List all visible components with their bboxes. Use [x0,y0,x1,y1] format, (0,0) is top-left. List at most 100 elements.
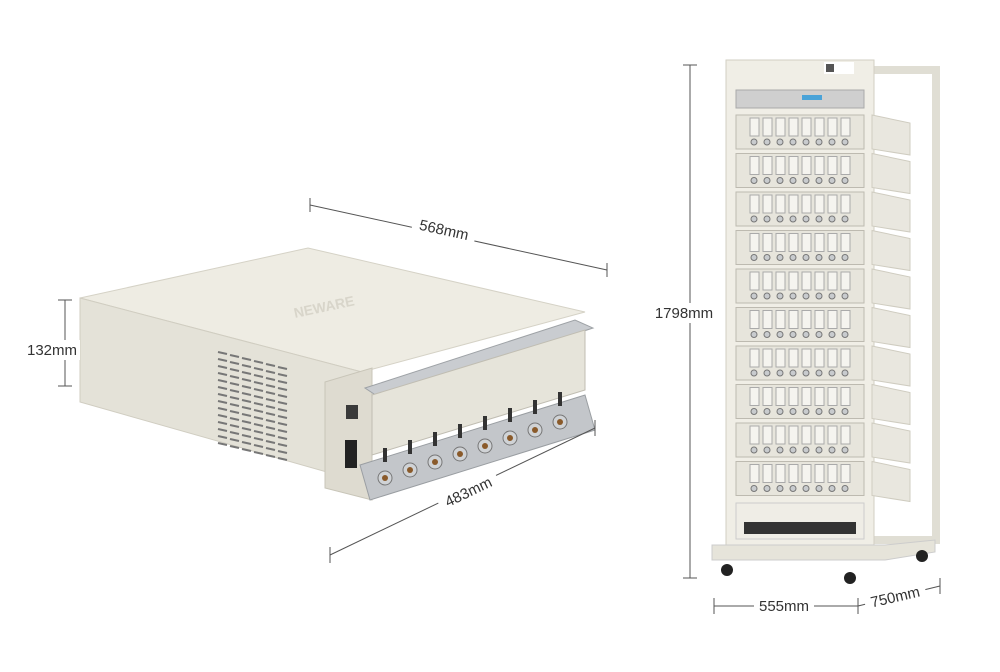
module-connector [789,292,797,300]
vent-slot [217,407,228,411]
module-channel [801,233,812,252]
module-channel [840,310,851,329]
module-connector [841,177,849,184]
module-connector [815,369,823,377]
module-channel [762,194,773,214]
module-connector [802,292,810,300]
module-channel [775,348,786,368]
module-channel [814,425,825,445]
vent-slot [253,395,264,399]
connector-pin [407,467,413,473]
module-channel [814,117,825,137]
vent-slot [217,372,228,376]
module-channel [814,387,825,406]
channel-slot [458,424,462,438]
module-connector [763,177,771,184]
module-channel [814,271,825,291]
vent-slot [217,351,228,355]
vent-slot [253,374,264,378]
vent-slot [217,435,228,439]
module-channel [827,387,838,406]
module-connector [750,331,758,338]
module-connector [841,254,849,261]
module-channel [827,464,838,483]
module-channel [762,387,773,406]
module-connector [776,331,784,338]
rack-side-panel [871,191,911,233]
module-connector [828,485,836,492]
vent-slot [229,445,240,449]
vent-slot [277,436,288,440]
vent-slot [241,420,252,424]
rack-cabinet [711,59,940,584]
vent-slot [277,387,288,391]
module-connector [763,254,771,261]
dimension-label-555: 555mm [759,598,809,615]
module-channel [749,464,760,483]
module-connector [750,369,758,377]
vent-slot [241,378,252,382]
vent-slot [253,360,264,364]
module-connector [789,485,797,492]
channel-slot [483,416,487,430]
vent-slot [265,433,276,437]
module-connector [789,215,797,223]
vent-slot [265,391,276,395]
module-connector [815,446,823,454]
module-channel [788,310,799,329]
module-channel [840,387,851,406]
module-channel [775,194,786,214]
rack-controller [735,89,865,109]
status-leds [802,95,822,100]
module-connector [841,369,849,377]
caster-wheel [721,564,733,576]
vent-slot [265,419,276,423]
vent-slot [229,410,240,414]
dimension-750: 750mm [857,578,941,613]
module-channel [749,348,760,368]
vent-slot [217,414,228,418]
vent-slot [229,438,240,442]
module-channel [840,271,851,291]
module-connector [828,369,836,377]
module-channel [749,194,760,214]
module-connector [776,177,784,184]
vent-slot [253,409,264,413]
connector-pin [457,451,463,457]
module-channel [749,156,760,175]
cabinet-unit: NEWARE [79,247,596,501]
module-channel [788,271,799,291]
module-channel [788,464,799,483]
module-channel [775,387,786,406]
vent-slot [277,408,288,412]
vent-slot [265,398,276,402]
module-connector [841,331,849,338]
module-connector [750,485,758,492]
module-connector [789,177,797,184]
module-connector [750,408,758,415]
module-connector [789,331,797,338]
module-connector [763,138,771,146]
nameplate-info [744,522,856,534]
vent-slot [241,406,252,410]
vent-slot [229,368,240,372]
vent-slot [277,443,288,447]
vent-slot [241,371,252,375]
rack-logo-mark [826,64,834,72]
vent-slot [277,450,288,454]
module-channel [801,387,812,406]
module-channel [814,464,825,483]
vent-slot [229,396,240,400]
module-channel [801,425,812,445]
rack-side-panel [871,152,911,195]
vent-slot [229,431,240,435]
module-connector [828,177,836,184]
module-connector [776,485,784,492]
vent-slot [217,442,228,446]
vent-slot [253,381,264,385]
module-channel [827,117,838,137]
module-connector [815,408,823,415]
module-connector [815,331,823,338]
module-connector [763,446,771,454]
